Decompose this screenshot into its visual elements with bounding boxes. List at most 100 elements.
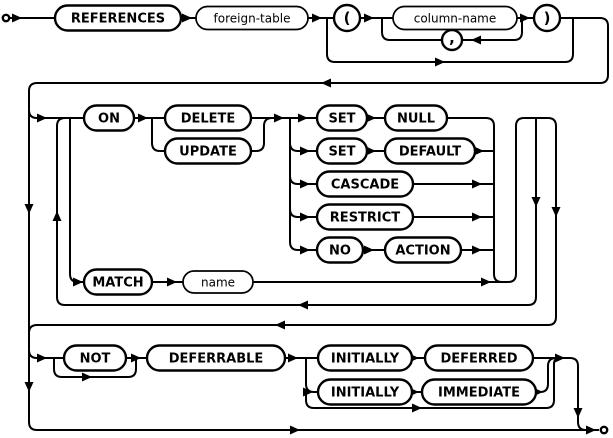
node-name [182, 270, 254, 294]
arrowhead-right [435, 57, 445, 67]
node-label-cascade: CASCADE [331, 178, 399, 193]
node-label-immediate: IMMEDIATE [438, 386, 520, 401]
node-update [163, 137, 253, 165]
node-label-deferred: DEFERRED [440, 352, 517, 367]
node-default [383, 137, 477, 165]
node-cascade [315, 170, 415, 198]
arrowhead-right [73, 277, 83, 287]
node-label-match: MATCH [92, 276, 143, 291]
wire [305, 358, 318, 393]
arrowhead-right [167, 277, 177, 287]
wire [69, 118, 84, 283]
arrowhead-right [520, 13, 530, 23]
literal-open-paren [332, 3, 362, 33]
wire [289, 175, 317, 185]
arrowhead-right [82, 372, 92, 382]
arrowhead-right [300, 179, 310, 189]
wire [289, 118, 317, 251]
arrowhead-left [298, 300, 308, 310]
wire [28, 349, 64, 359]
node-label-references: REFERENCES [71, 12, 165, 27]
arrowhead-right [300, 245, 310, 255]
arrowhead-right [481, 277, 491, 287]
node-label-set-1: SET [328, 112, 355, 127]
arrowhead-right [364, 245, 374, 255]
node-on [82, 104, 136, 132]
node-action [383, 236, 463, 264]
arrowhead-right [303, 387, 313, 397]
node-label-initially-1: INITIALLY [331, 352, 400, 367]
node-label-update: UPDATE [179, 145, 237, 160]
arrowhead-right [290, 425, 300, 435]
start-terminal [1, 13, 11, 23]
node-set-1 [315, 104, 369, 132]
node-references [53, 4, 183, 32]
wire [28, 109, 84, 119]
arrowhead-right [366, 146, 376, 156]
arrowhead-right [131, 353, 141, 363]
node-foreign-table [195, 5, 309, 31]
arrowhead-right [37, 113, 47, 123]
literal-label-comma: , [449, 29, 455, 47]
arrowhead-right [586, 425, 596, 435]
arrowhead-right [300, 146, 310, 156]
arrowhead-down [24, 382, 34, 392]
node-label-deferrable: DEFERRABLE [169, 352, 264, 367]
literal-label-open-paren: ( [344, 9, 351, 27]
arrowhead-left [275, 320, 285, 330]
literal-close-paren [532, 3, 562, 33]
arrowhead-right [12, 13, 22, 23]
wire [28, 91, 38, 431]
wire [289, 208, 317, 218]
arrowhead-right [182, 13, 192, 23]
node-label-name: name [201, 276, 235, 290]
arrowhead-down [24, 204, 34, 214]
node-restrict [315, 203, 415, 231]
arrowhead-right [472, 212, 482, 222]
node-initially-1 [316, 344, 414, 372]
arrowhead-right [274, 113, 284, 123]
node-not [62, 344, 128, 372]
arrowhead-right [298, 113, 308, 123]
arrowhead-right [472, 179, 482, 189]
node-label-column-name: column-name [414, 12, 497, 26]
wire [326, 18, 574, 63]
arrowhead-right [364, 13, 374, 23]
node-label-null: NULL [397, 112, 435, 127]
node-label-foreign-table: foreign-table [214, 12, 291, 26]
node-label-initially-2: INITIALLY [331, 386, 400, 401]
arrowhead-right [312, 13, 322, 23]
literal-label-close-paren: ) [544, 9, 551, 27]
node-label-restrict: RESTRICT [330, 211, 401, 226]
arrowhead-right [474, 146, 484, 156]
wire [251, 117, 273, 152]
node-match [82, 268, 154, 296]
node-null [383, 104, 449, 132]
wire [151, 118, 165, 152]
node-label-on: ON [98, 112, 120, 127]
arrowhead-right [300, 212, 310, 222]
node-label-delete: DELETE [181, 112, 236, 127]
end-terminal [599, 425, 609, 435]
node-label-not: NOT [80, 352, 111, 367]
arrowhead-left [321, 78, 331, 88]
node-set-2 [315, 137, 369, 165]
arrowhead-right [412, 403, 422, 413]
node-initially-2 [316, 378, 414, 406]
node-deferred [423, 344, 535, 372]
arrowhead-right [138, 113, 148, 123]
node-label-no: NO [329, 244, 351, 259]
wire [28, 17, 609, 92]
arrowhead-right [555, 353, 565, 363]
node-label-action: ACTION [395, 244, 450, 259]
arrowhead-left [471, 35, 481, 45]
arrowhead-up [52, 211, 62, 221]
wire [53, 358, 137, 378]
wire [289, 142, 317, 152]
literal-comma [440, 28, 464, 52]
node-immediate [420, 378, 538, 406]
arrowhead-down [551, 207, 561, 217]
arrowhead-down [573, 408, 583, 418]
